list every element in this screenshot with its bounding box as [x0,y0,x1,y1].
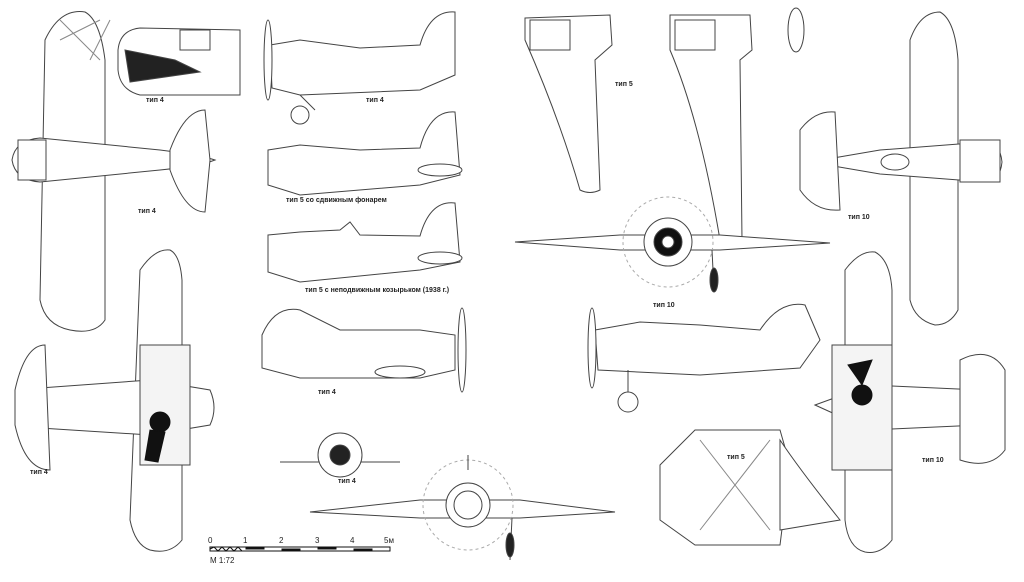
bottom-view-type10 [813,251,1006,553]
label-type5: тип 5 [727,454,745,461]
label-type4: тип 4 [30,469,48,476]
scale-tick: 5м [384,536,394,545]
front-view-large-bottom [309,455,616,561]
top-view-type4-upper [11,11,217,332]
label-type4: тип 4 [338,478,356,485]
scale-tick: 1 [243,536,248,545]
top-view-type5-partial-right [669,7,805,245]
scale-tick: 4 [350,536,355,545]
scale-ratio: М 1:72 [210,556,235,565]
label-type10: тип 10 [922,457,944,464]
front-view-type4-small [280,432,400,478]
side-view-type10 [587,303,821,413]
scale-tick: 3 [315,536,320,545]
top-view-type5-partial-left [524,14,613,193]
label-type5: тип 5 [615,81,633,88]
scale-bar [209,546,391,552]
cockpit-detail-view [117,27,241,96]
bottom-view-type4 [14,249,215,552]
scale-tick: 2 [279,536,284,545]
bottom-view-type5-partial [659,429,841,546]
side-view-type5-fixed [267,202,463,283]
label-type10: тип 10 [848,214,870,221]
top-view-type10 [799,11,1003,326]
scale-tick: 0 [208,536,213,545]
side-view-type4-lower [261,307,467,393]
label-type4: тип 4 [146,97,164,104]
label-type10: тип 10 [653,302,675,309]
label-type4: тип 4 [138,208,156,215]
front-view-type10 [514,196,831,293]
label-type4: тип 4 [318,389,336,396]
label-type5-fixed: тип 5 с неподвижным козырьком (1938 г.) [305,287,450,294]
side-view-type4-top [263,11,456,125]
side-view-type5-sliding [267,111,463,196]
label-type5-sliding: тип 5 со сдвижным фонарем [286,197,387,204]
label-type4: тип 4 [366,97,384,104]
